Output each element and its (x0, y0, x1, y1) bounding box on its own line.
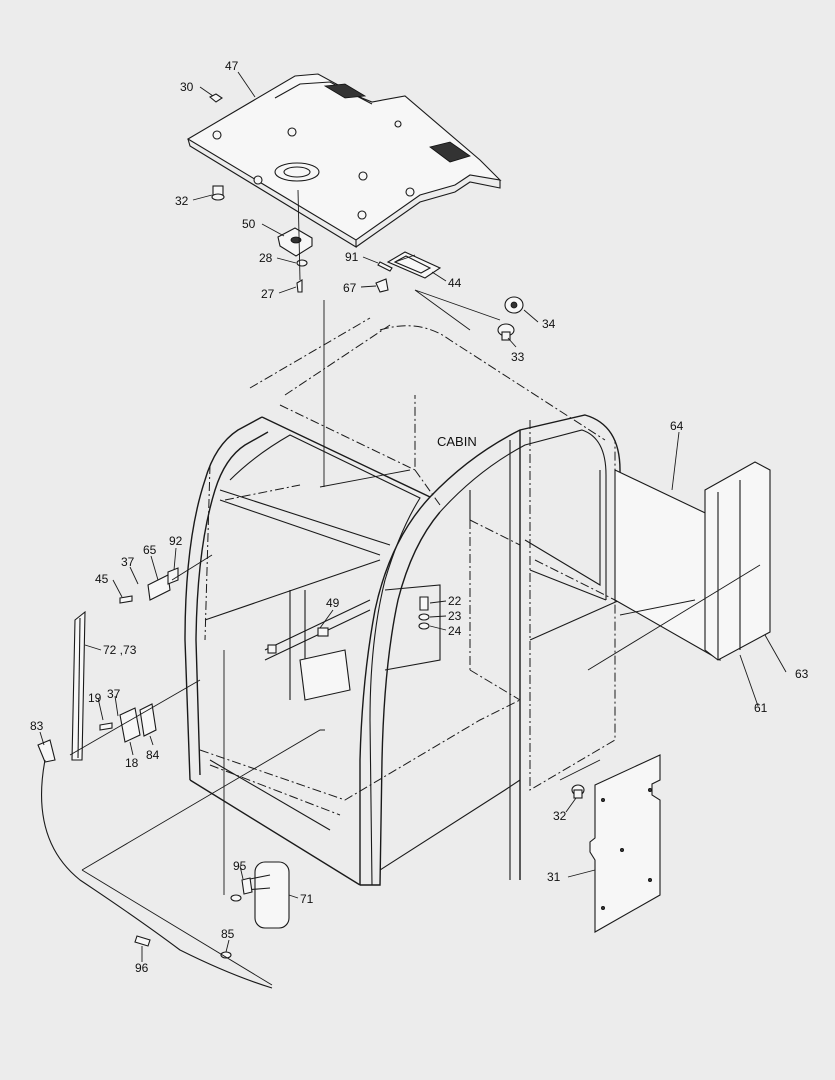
callout-72-73: 72 ,73 (103, 643, 137, 657)
callout-leaders (39, 71, 787, 962)
bolt-32-roof (211, 185, 225, 201)
side-panel-31 (589, 754, 661, 933)
callout-30: 30 (180, 80, 194, 94)
callout-64: 64 (670, 419, 684, 433)
cover-50 (277, 227, 313, 257)
callout-labels: 30 47 32 50 28 27 91 67 44 34 33 64 92 3… (30, 59, 809, 975)
callout-83: 83 (30, 719, 44, 733)
callout-37: 37 (121, 555, 135, 569)
wiper-blade (71, 610, 86, 761)
bolt-95 (230, 877, 253, 902)
callout-84: 84 (146, 748, 160, 762)
hinge-65 (119, 567, 179, 604)
callout-22: 22 (448, 594, 462, 608)
rear-panel-61-63 (704, 461, 771, 661)
callout-92: 92 (169, 534, 183, 548)
assembly-lines (69, 189, 761, 986)
callout-37b: 37 (107, 687, 121, 701)
washer-28 (296, 259, 308, 267)
screw-27 (296, 279, 303, 293)
callout-31: 31 (547, 870, 561, 884)
handle-71 (244, 861, 290, 929)
nozzle-96 (134, 935, 151, 947)
callout-67: 67 (343, 281, 357, 295)
callout-71: 71 (300, 892, 314, 906)
cabin-frame (184, 317, 621, 886)
callout-61: 61 (754, 701, 768, 715)
callout-47: 47 (225, 59, 239, 73)
wiper-arm-83 (37, 739, 273, 989)
callout-45: 45 (95, 572, 109, 586)
callout-32b: 32 (553, 809, 567, 823)
hinge-bracket (99, 703, 157, 743)
callout-28: 28 (259, 251, 273, 265)
callout-96: 96 (135, 961, 149, 975)
callout-50: 50 (242, 217, 256, 231)
grommet-33 (497, 323, 515, 341)
bracket-44 (386, 251, 442, 279)
clip-91 (377, 261, 393, 272)
callout-49: 49 (326, 596, 340, 610)
callout-34: 34 (542, 317, 556, 331)
callout-65: 65 (143, 543, 157, 557)
bolt-67 (375, 278, 389, 293)
washer-24 (418, 622, 430, 630)
callout-18: 18 (125, 756, 139, 770)
panel-49 (264, 599, 371, 701)
bolt-32-panel (571, 784, 585, 799)
cabin-label: CABIN (437, 434, 477, 449)
callout-19: 19 (88, 691, 102, 705)
callout-95: 95 (233, 859, 247, 873)
callout-32: 32 (175, 194, 189, 208)
washer-23 (418, 613, 430, 621)
cap-34 (504, 296, 524, 314)
callout-85: 85 (221, 927, 235, 941)
rear-panel-64 (614, 469, 721, 661)
roof-cover-panel (186, 73, 502, 248)
callout-27: 27 (261, 287, 275, 301)
callout-44: 44 (448, 276, 462, 290)
callout-63: 63 (795, 667, 809, 681)
bolt-22 (419, 596, 429, 611)
callout-91: 91 (345, 250, 359, 264)
callout-33: 33 (511, 350, 525, 364)
callout-24: 24 (448, 624, 462, 638)
callout-23: 23 (448, 609, 462, 623)
